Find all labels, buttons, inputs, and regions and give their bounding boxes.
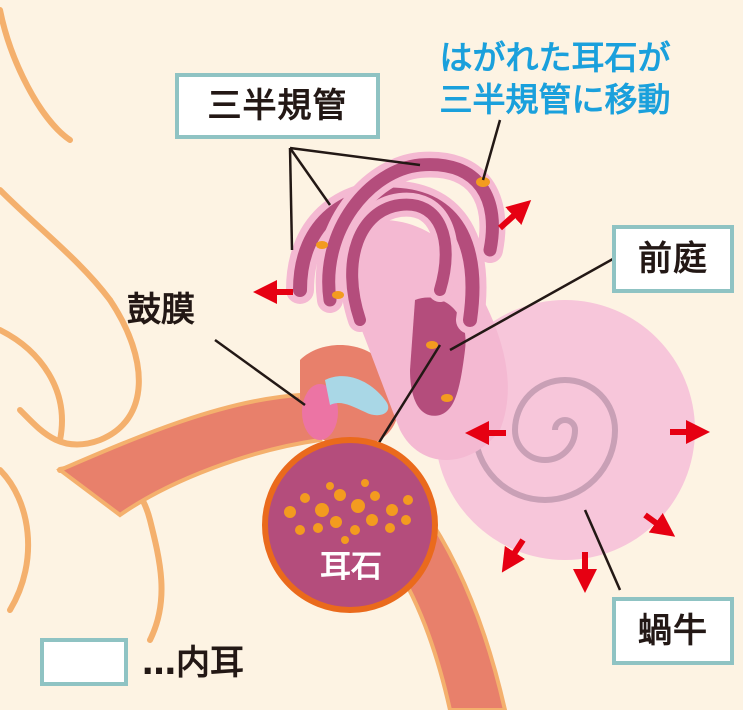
- otolith-particle-icon: [326, 482, 334, 490]
- otolith-particle-icon: [313, 523, 323, 533]
- canal-otolith-particles: [316, 177, 490, 402]
- semicircular-canals-label: 三半規管: [175, 73, 380, 139]
- otolith-particle-icon: [361, 479, 369, 487]
- outer-ear-curve-1: [0, 187, 113, 303]
- otolith-particle-icon: [366, 514, 378, 526]
- otolith-particle-icon: [401, 515, 411, 525]
- ossicles: [325, 376, 389, 416]
- otolith-particle-icon: [316, 241, 328, 249]
- eardrum-label: 鼓膜: [127, 290, 195, 330]
- caption-line-2: 三半規管に移動: [439, 80, 671, 119]
- red-arrow-icon: [643, 512, 676, 537]
- movement-arrows: [253, 199, 710, 593]
- vestibule-label: 前庭: [612, 225, 734, 293]
- outer-ear-curve-2: [17, 297, 142, 448]
- eardrum-pointer-line: [214, 338, 306, 407]
- moved-otolith-caption: はがれた耳石が 三半規管に移動: [405, 37, 705, 121]
- canal-pointer-line: [288, 147, 332, 206]
- outer-ear-curve-3: [0, 327, 65, 443]
- otolith-particle-icon: [351, 499, 365, 513]
- otolith-particle-icon: [300, 493, 310, 503]
- otolith-particle-icon: [330, 516, 342, 528]
- otolith-label: 耳石: [320, 549, 382, 585]
- otolith-particle-icon: [284, 506, 296, 518]
- vestibule-pointer-line: [449, 253, 621, 352]
- otolith-particle-icon: [350, 525, 360, 535]
- cochlea-pointer-line: [583, 509, 622, 591]
- otolith-particle-icon: [385, 523, 395, 533]
- canal-pointer-line: [289, 146, 421, 167]
- red-arrow-icon: [497, 199, 532, 231]
- legend-swatch: [40, 638, 128, 686]
- otolith-particle-icon: [295, 525, 305, 535]
- caption-line-1: はがれた耳石が: [439, 38, 671, 77]
- otolith-particle-icon: [476, 177, 490, 187]
- otolith-particle-icon: [403, 495, 413, 505]
- otolith-particle-icon: [334, 489, 346, 501]
- red-arrow-icon: [501, 538, 526, 573]
- otolith-particle-icon: [341, 536, 349, 544]
- cochlea-label: 蝸牛: [612, 597, 734, 665]
- middle-ear: [300, 345, 399, 447]
- otolith-particle-icon: [386, 504, 398, 516]
- legend-text: …内耳: [142, 643, 244, 683]
- outer-ear-curve-5: [0, 467, 32, 613]
- otolith-magnifier: [262, 437, 438, 613]
- outer-ear-curve-6: [0, 7, 73, 143]
- otolith-particle-icon: [426, 341, 438, 349]
- otolith-particle-icon: [332, 291, 344, 299]
- otolith-particle-icon: [370, 491, 380, 501]
- canal-pointer-line: [288, 147, 294, 251]
- otolith-particle-icon: [315, 503, 329, 517]
- caption-pointer-line: [481, 119, 502, 181]
- otolith-particle-icon: [441, 394, 453, 402]
